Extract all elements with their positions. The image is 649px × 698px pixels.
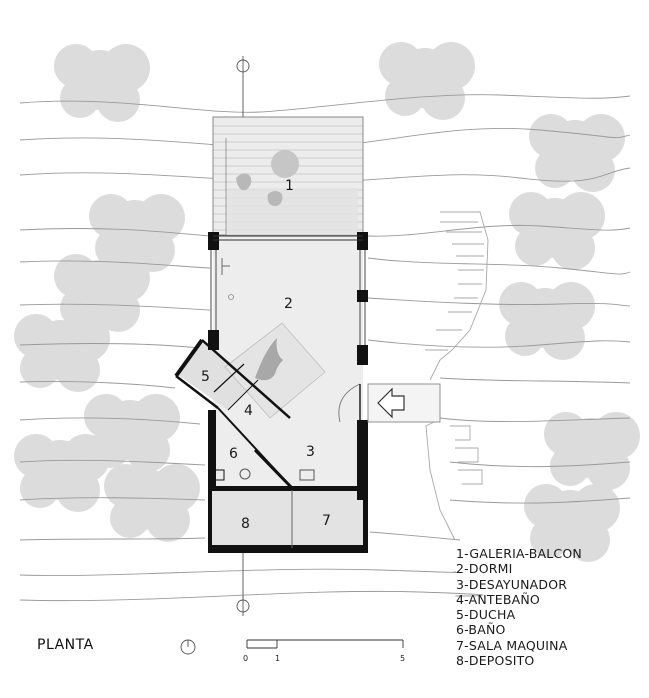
plan-title: PLANTA [37, 637, 94, 653]
walls [208, 232, 368, 553]
site-path [425, 211, 489, 541]
legend-item: 2-DORMI [456, 561, 513, 577]
room-number-1: 1 [285, 178, 294, 194]
contour-lines [19, 94, 631, 602]
scale-tick-0: 0 [243, 654, 248, 663]
legend-item: 5-DUCHA [456, 607, 516, 623]
room-legend: 1-GALERIA-BALCON 2-DORMI 3-DESAYUNADOR 4… [456, 546, 582, 668]
bathroom-volume [174, 338, 315, 548]
room-number-6: 6 [229, 446, 238, 462]
legend-item: 1-GALERIA-BALCON [456, 546, 582, 561]
legend-item: 6-BAÑO [456, 622, 506, 638]
room-number-2: 2 [284, 296, 293, 312]
house-floor [178, 236, 368, 548]
axis-line [236, 56, 250, 616]
glazing [210, 235, 366, 345]
north-icon [180, 639, 196, 655]
legend-item: 8-DEPOSITO [456, 653, 535, 669]
legend-item: 3-DESAYUNADOR [456, 576, 568, 592]
room-number-5: 5 [201, 369, 210, 385]
room-number-3: 3 [306, 444, 315, 460]
room-number-8: 8 [241, 516, 250, 532]
legend-item: 4-ANTEBAÑO [456, 591, 540, 607]
room-number-7: 7 [322, 513, 331, 529]
gallery-deck [212, 116, 364, 236]
room-number-4: 4 [244, 403, 253, 419]
scale-bar [246, 639, 404, 649]
legend-item: 7-SALA MAQUINA [456, 637, 568, 653]
scale-tick-1: 1 [275, 654, 280, 663]
entry-arrow-icon [377, 387, 405, 419]
scale-tick-5: 5 [400, 654, 405, 663]
